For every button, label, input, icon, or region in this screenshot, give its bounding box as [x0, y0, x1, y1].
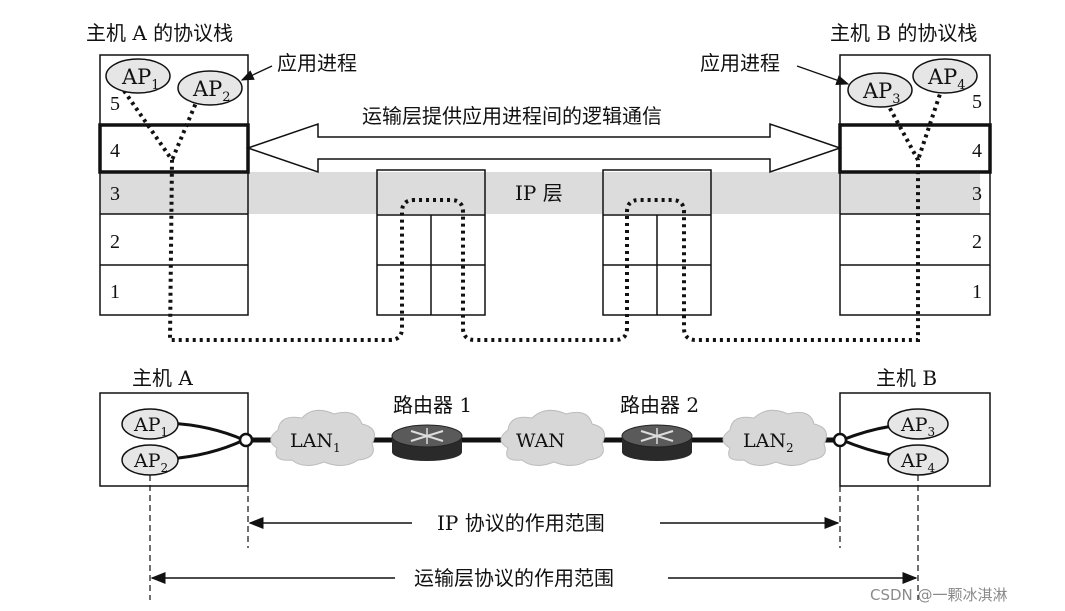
app-process-pointer-right [796, 65, 850, 86]
ap4-process: AP4 [912, 58, 978, 94]
layer-number: 1 [972, 281, 982, 303]
layer-number: 4 [972, 140, 982, 162]
transport-comm-label: 运输层提供应用进程间的逻辑通信 [362, 104, 662, 128]
router-2-stack [602, 169, 712, 316]
app-process-label-left: 应用进程 [277, 51, 357, 75]
router-icon [621, 424, 693, 461]
svg-text:AP3: AP3 [862, 79, 901, 107]
host-b-label: 主机 B [876, 366, 937, 390]
scope-guides [149, 475, 919, 600]
svg-text:AP4: AP4 [927, 65, 966, 93]
layer-number: 2 [110, 231, 120, 253]
ip-layer-label: IP 层 [515, 181, 563, 205]
router-2-label: 路由器 2 [620, 393, 699, 417]
svg-text:AP1: AP1 [121, 65, 160, 93]
svg-text:AP1: AP1 [133, 414, 168, 439]
router-1-stack [376, 169, 486, 316]
router-icon [391, 424, 463, 461]
host-a-layer-numbers: 5 4 3 2 1 [110, 93, 120, 303]
app-process-label-right: 应用进程 [700, 51, 780, 75]
svg-text:WAN: WAN [516, 430, 565, 452]
ap2-process: AP2 [177, 70, 243, 106]
data-path-dotted-ap4 [916, 87, 944, 161]
layer-number: 5 [972, 91, 982, 113]
ip-scope-label: IP 协议的作用范围 [437, 511, 605, 535]
layer-number: 1 [110, 281, 120, 303]
ap3-process: AP3 [847, 72, 913, 108]
ap1-process: AP1 [105, 58, 171, 94]
layer-number: 3 [110, 183, 120, 205]
transport-scope-label: 运输层协议的作用范围 [414, 566, 614, 590]
ap4-process-bottom: AP4 [887, 444, 949, 476]
host-b-transport-layer [838, 123, 992, 174]
ap1-process-bottom: AP1 [121, 408, 179, 440]
svg-text:AP2: AP2 [192, 77, 231, 105]
logical-communication-arrow [245, 122, 843, 174]
layer-number: 5 [110, 93, 120, 115]
svg-text:AP3: AP3 [900, 414, 935, 439]
layer-number: 2 [972, 231, 982, 253]
lan2-cloud-icon: LAN2 [722, 409, 827, 466]
app-process-pointer-left [240, 65, 273, 81]
host-b-stack-title: 主机 B 的协议栈 [830, 21, 977, 45]
interface-circle-icon [832, 432, 848, 448]
data-path-dotted-ap2 [170, 97, 200, 161]
wan-cloud-icon: WAN [500, 409, 605, 466]
svg-text:LAN1: LAN1 [290, 430, 341, 455]
router-1-label: 路由器 1 [393, 393, 472, 417]
host-a-box [99, 392, 249, 487]
watermark: CSDN @一颗冰淇淋 [870, 586, 1008, 604]
interface-circle-icon [238, 432, 254, 448]
ap3-process-bottom: AP3 [887, 408, 949, 440]
svg-text:LAN2: LAN2 [743, 430, 794, 455]
layer-number: 4 [110, 140, 120, 162]
ip-layer-band [100, 172, 980, 214]
ap2-process-bottom: AP2 [121, 444, 179, 476]
data-path-dotted [118, 83, 920, 342]
host-a-label: 主机 A [132, 366, 193, 390]
host-a-stack-title: 主机 A 的协议栈 [86, 21, 233, 45]
lan1-cloud-icon: LAN1 [270, 409, 375, 466]
svg-text:AP4: AP4 [900, 450, 936, 475]
host-b-layer-numbers: 5 4 3 2 1 [972, 91, 982, 303]
svg-text:AP2: AP2 [133, 450, 168, 475]
layer-number: 3 [972, 183, 982, 205]
host-a-transport-layer [98, 123, 250, 174]
